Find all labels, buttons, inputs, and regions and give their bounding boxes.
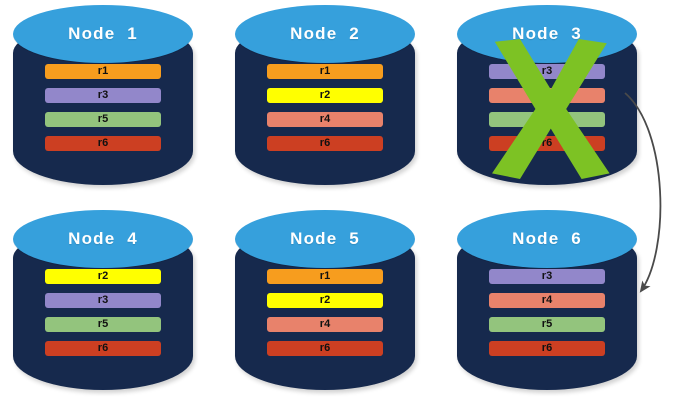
cylinder-top-ellipse bbox=[457, 210, 637, 268]
node-title-label: Node 1 bbox=[68, 24, 138, 43]
record-bar-r1: r1 bbox=[45, 64, 161, 79]
record-list: r3 r4 r5 r6 bbox=[489, 64, 605, 160]
record-list: r1 r2 r4 r6 bbox=[267, 269, 383, 365]
record-bar-r1: r1 bbox=[267, 269, 383, 284]
record-bar-r2: r2 bbox=[267, 88, 383, 103]
node-title-label: Node 6 bbox=[512, 229, 582, 248]
record-bar-r5: r5 bbox=[45, 112, 161, 127]
record-bar-r3: r3 bbox=[489, 64, 605, 79]
record-list: r2 r3 r5 r6 bbox=[45, 269, 161, 365]
record-bar-r6: r6 bbox=[267, 136, 383, 151]
database-node-6[interactable]: Node 6 r3 r4 r5 r6 bbox=[457, 210, 637, 390]
record-bar-r1: r1 bbox=[267, 64, 383, 79]
record-list: r1 r3 r5 r6 bbox=[45, 64, 161, 160]
record-bar-r4: r4 bbox=[489, 293, 605, 308]
node-title-label: Node 4 bbox=[68, 229, 138, 248]
database-node-5[interactable]: Node 5 r1 r2 r4 r6 bbox=[235, 210, 415, 390]
record-bar-r6: r6 bbox=[45, 341, 161, 356]
database-node-3[interactable]: Node 3 r3 r4 r5 r6 bbox=[457, 5, 637, 185]
record-bar-r3: r3 bbox=[45, 88, 161, 103]
record-bar-r6: r6 bbox=[489, 136, 605, 151]
record-bar-r6: r6 bbox=[489, 341, 605, 356]
record-bar-r6: r6 bbox=[267, 341, 383, 356]
record-bar-r5: r5 bbox=[489, 112, 605, 127]
record-bar-r5: r5 bbox=[489, 317, 605, 332]
cylinder-top-ellipse bbox=[235, 210, 415, 268]
record-bar-r4: r4 bbox=[267, 112, 383, 127]
record-bar-r4: r4 bbox=[489, 88, 605, 103]
record-bar-r3: r3 bbox=[45, 293, 161, 308]
record-bar-r6: r6 bbox=[45, 136, 161, 151]
record-bar-r5: r5 bbox=[45, 317, 161, 332]
database-node-1[interactable]: Node 1 r1 r3 r5 r6 bbox=[13, 5, 193, 185]
database-node-4[interactable]: Node 4 r2 r3 r5 r6 bbox=[13, 210, 193, 390]
record-bar-r3: r3 bbox=[489, 269, 605, 284]
node-title-label: Node 2 bbox=[290, 24, 360, 43]
record-list: r3 r4 r5 r6 bbox=[489, 269, 605, 365]
record-list: r1 r2 r4 r6 bbox=[267, 64, 383, 160]
record-bar-r2: r2 bbox=[267, 293, 383, 308]
record-bar-r2: r2 bbox=[45, 269, 161, 284]
node-title-label: Node 5 bbox=[290, 229, 360, 248]
cylinder-top-ellipse bbox=[13, 5, 193, 63]
cylinder-top-ellipse bbox=[235, 5, 415, 63]
record-bar-r4: r4 bbox=[267, 317, 383, 332]
cylinder-top-ellipse bbox=[13, 210, 193, 268]
node-title-label: Node 3 bbox=[512, 24, 582, 43]
database-node-2[interactable]: Node 2 r1 r2 r4 r6 bbox=[235, 5, 415, 185]
